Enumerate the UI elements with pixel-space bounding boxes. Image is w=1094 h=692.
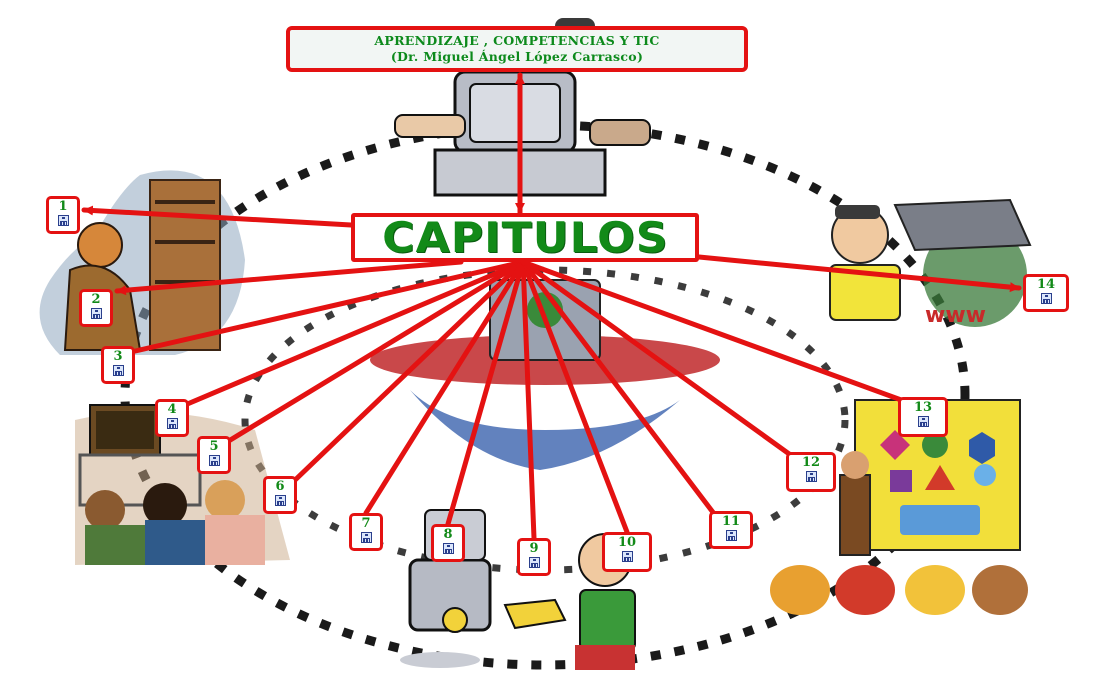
- boy-globe-www-illustration: www: [829, 198, 1032, 328]
- chapter-number: 5: [209, 439, 219, 454]
- sitemap-icon[interactable]: [90, 308, 102, 319]
- chapter-node-10[interactable]: 10: [602, 532, 652, 572]
- connector-chapter-6: [290, 259, 526, 485]
- chapter-number: 2: [91, 292, 101, 307]
- connector-chapter-11: [520, 259, 718, 518]
- chapter-node-2[interactable]: 2: [79, 289, 113, 327]
- teacher-shapes-illustration: [770, 399, 1028, 615]
- sitemap-icon[interactable]: [112, 365, 124, 376]
- chapter-node-3[interactable]: 3: [101, 346, 135, 384]
- connector-chapter-10: [520, 259, 630, 535]
- chapter-number: 13: [913, 400, 933, 415]
- chapter-number: 4: [167, 402, 177, 417]
- chapter-number: 9: [529, 541, 539, 556]
- chapter-number: 6: [275, 479, 285, 494]
- connector-chapter-13: [520, 259, 907, 404]
- connector-chapter-3: [128, 259, 526, 355]
- dotted-orbit: [120, 120, 970, 670]
- chapter-node-5[interactable]: 5: [197, 436, 231, 474]
- connector-chapter-9: [520, 259, 537, 541]
- book-author: (Dr. Miguel Ángel López Carrasco): [390, 49, 644, 64]
- connector-chapter-12: [520, 259, 795, 459]
- book-title: APRENDIZAJE , COMPETENCIAS Y TIC: [374, 33, 660, 48]
- chapter-node-9[interactable]: 9: [517, 538, 551, 576]
- classroom-tv-illustration: [75, 404, 290, 565]
- sitemap-icon[interactable]: [166, 418, 178, 429]
- chapter-number: 12: [801, 455, 821, 470]
- chapter-node-1[interactable]: 1: [46, 196, 80, 234]
- chapter-number: 8: [443, 527, 453, 542]
- connector-chapter-4: [182, 259, 526, 408]
- sitemap-icon[interactable]: [805, 471, 817, 482]
- connector-chapter-7: [363, 259, 526, 516]
- flying-computer-illustration: [370, 279, 720, 470]
- connector-chapter-1: [81, 205, 354, 228]
- chapter-number: 10: [617, 535, 637, 550]
- chapter-number: 11: [721, 514, 741, 529]
- www-decoration-text: www: [925, 303, 986, 328]
- chapter-node-11[interactable]: 11: [709, 511, 753, 549]
- chapter-number: 7: [361, 516, 371, 531]
- connector-chapter-2: [114, 259, 464, 296]
- chapters-hub[interactable]: CAPITULOS: [351, 213, 699, 262]
- connector-chapter-8: [445, 259, 526, 527]
- chapter-number: 3: [113, 349, 123, 364]
- sitemap-icon[interactable]: [274, 495, 286, 506]
- book-title-box[interactable]: APRENDIZAJE , COMPETENCIAS Y TIC (Dr. Mi…: [286, 26, 748, 72]
- chapter-node-7[interactable]: 7: [349, 513, 383, 551]
- robot-child-illustration: [400, 509, 636, 670]
- sitemap-icon[interactable]: [621, 551, 633, 562]
- connector-lines: [81, 72, 1022, 541]
- sitemap-icon[interactable]: [917, 416, 929, 427]
- chapters-hub-label: CAPITULOS: [381, 212, 669, 262]
- connector-chapter-5: [224, 259, 526, 445]
- chapter-node-8[interactable]: 8: [431, 524, 465, 562]
- sitemap-icon[interactable]: [725, 530, 737, 541]
- sitemap-icon[interactable]: [442, 543, 454, 554]
- chapter-node-4[interactable]: 4: [155, 399, 189, 437]
- chapter-node-14[interactable]: 14: [1023, 274, 1069, 312]
- chapter-node-12[interactable]: 12: [786, 452, 836, 492]
- sitemap-icon[interactable]: [208, 455, 220, 466]
- chapter-number: 1: [58, 199, 68, 214]
- connector-chapter-14: [696, 254, 1022, 293]
- sitemap-icon[interactable]: [57, 215, 69, 226]
- sitemap-icon[interactable]: [528, 557, 540, 568]
- chapter-node-13[interactable]: 13: [898, 397, 948, 437]
- sitemap-icon[interactable]: [1040, 293, 1052, 304]
- chapter-node-6[interactable]: 6: [263, 476, 297, 514]
- sitemap-icon[interactable]: [360, 532, 372, 543]
- chapter-number: 14: [1036, 277, 1056, 292]
